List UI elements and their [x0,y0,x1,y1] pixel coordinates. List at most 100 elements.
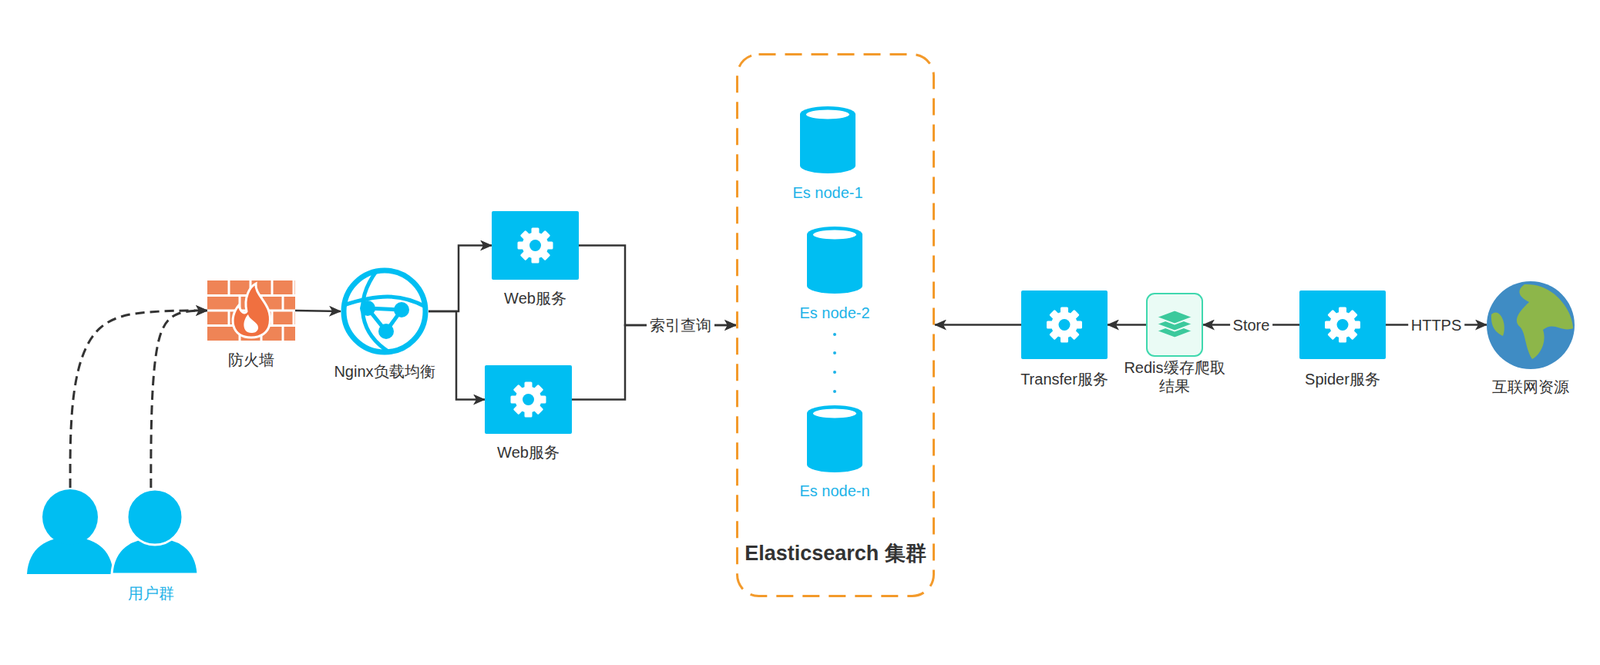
cluster-group: Elasticsearch 集群 Es node-1 Es node-2 Es nod… [736,53,935,598]
node-label-box: 互联网资源 [1492,376,1570,397]
gear-hole [522,393,535,406]
network-node [378,323,394,340]
connector [1203,323,1300,327]
node-shape [207,280,296,341]
ellipsis-dot [833,332,837,337]
gear-icon [1021,290,1108,360]
gear-body [1051,312,1078,339]
firewall-bricks [207,280,296,341]
node: 防火墙 [207,280,296,341]
service-box [1299,290,1386,360]
node-label-box: Web服务 [504,288,567,309]
gear-hole [1337,319,1349,331]
earth-icon [1486,281,1575,370]
node-label-box: Transfer服务 [1020,369,1109,390]
node-shape [1021,290,1108,360]
gear-symbol [517,228,554,264]
cylinder-top [806,226,863,243]
mortar-line [271,310,274,327]
mortar-line [282,295,285,312]
mortar-line [292,310,296,327]
gear-symbol [1046,307,1083,343]
gear-hole [1058,319,1071,331]
gear-icon [484,365,572,434]
node: Redis缓存爬取 结果 [1146,292,1204,357]
edge-label: HTTPS [1408,315,1466,335]
node: 用户群 [27,487,195,575]
node-shape [1146,292,1204,357]
node-shape [1299,290,1386,360]
cache-box [1146,293,1203,357]
earth-globe [1486,281,1575,370]
dashed-connector [70,310,208,488]
cyl-icon [806,405,863,473]
gear-symbol [510,382,547,418]
earth-land [1491,312,1505,337]
connector [1107,323,1147,327]
node-label: Web服务 [497,443,560,461]
user-head [42,489,98,545]
node-label: 互联网资源 [1492,378,1570,396]
nginx-icon [340,267,429,356]
node-label-box: Es node-1 [792,182,863,203]
mortar-line [282,326,285,342]
network-node [393,302,410,318]
mortar-line [228,310,231,327]
mortar-line [228,280,231,296]
connector [934,323,1022,327]
mortar-line [292,280,296,296]
ellipsis-dot [833,370,837,374]
node-label-box: Elasticsearch 集群 [744,541,927,566]
service-box [484,365,572,434]
flame-symbol [232,283,270,338]
node-shape [484,365,572,434]
node-label-box: Redis缓存爬取 结果 [1116,358,1233,396]
connector [428,245,492,313]
node: Web服务 [491,211,579,280]
service-box [1021,290,1108,360]
node-label-box: 用户群 [127,583,175,604]
cyl-icon [800,106,856,174]
node-shape [1486,281,1575,370]
cylinder-top-inner [806,110,850,120]
gear-icon [491,211,579,280]
earth-land [1516,284,1574,360]
node-label: Redis缓存爬取 结果 [1123,359,1225,395]
node-shape [340,267,429,356]
cylinder-top-inner [813,409,857,419]
node: Web服务 [484,365,572,434]
edge-label: 索引查询 [646,315,715,335]
edge-label: Store [1230,315,1274,335]
ellipsis-dot [833,351,837,355]
connector [571,325,737,400]
connector [428,311,485,400]
users-icon [27,487,195,575]
cylinder-top [800,106,856,122]
node-label: Es node-n [799,482,870,500]
dashed-connector [151,310,208,488]
node-label-box: Es node-n [799,480,870,501]
node-label-box: 防火墙 [228,349,275,370]
node-label: Web服务 [504,289,567,307]
database-cylinder [800,114,856,174]
firewall-icon [207,280,296,341]
node-label: Elasticsearch 集群 [744,541,927,565]
gear-symbol [1324,307,1361,343]
cylinder-top-inner [813,230,857,240]
database-cylinder [806,413,863,473]
node-label: 防火墙 [228,351,275,369]
node-label: Nginx负载均衡 [333,363,435,380]
connector [1385,323,1487,327]
node: Spider服务 [1299,290,1386,360]
node-label-box: Es node-2 [799,302,870,323]
node: Transfer服务 [1021,290,1108,360]
service-box [491,211,579,280]
gear-body [515,386,542,414]
node-shape [800,106,856,174]
node-label: Spider服务 [1304,370,1381,388]
redis-icon [1146,292,1204,357]
mortar-line [271,280,274,296]
globe-parallel [343,296,426,307]
gear-body [522,232,549,259]
